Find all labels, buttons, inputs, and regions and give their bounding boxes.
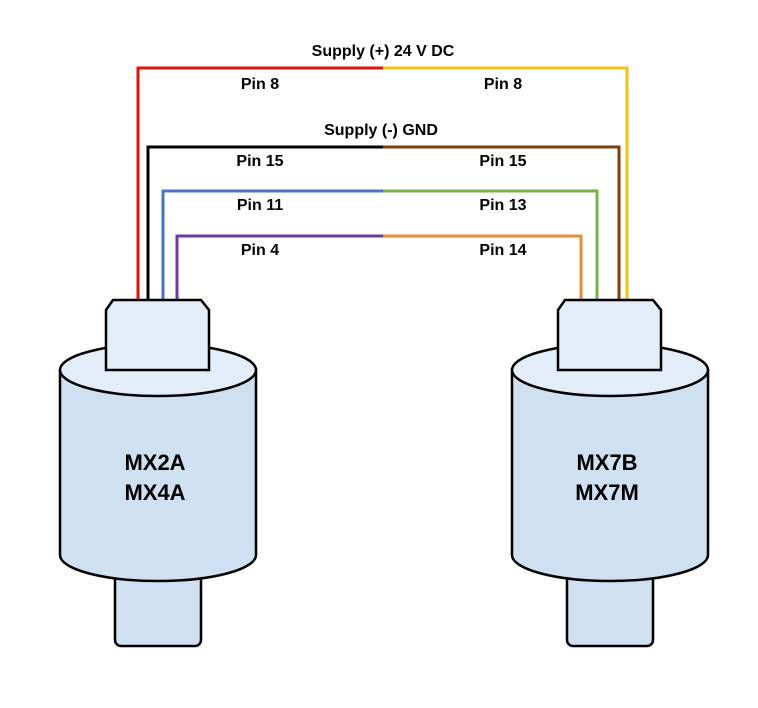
label-right-pin-14: Pin 14 [479, 242, 526, 259]
label-right-pin-8: Pin 8 [484, 76, 522, 93]
device-right-body [510, 368, 710, 583]
label-right-pin-13: Pin 13 [479, 197, 526, 214]
label-left-pin-8: Pin 8 [241, 76, 279, 93]
label-right-pin-15: Pin 15 [479, 153, 526, 170]
wire-signal-2-left [175, 234, 383, 300]
device-left-label-2: MX4A [124, 480, 185, 505]
wire-supply-plus-left [136, 66, 383, 300]
label-left-pin-11: Pin 11 [237, 197, 283, 214]
wire-supply-minus-right [383, 145, 621, 300]
device-right-label-2: MX7M [575, 480, 639, 505]
wires [136, 66, 629, 300]
wire-supply-minus-left [146, 145, 383, 300]
label-supply-plus: Supply (+) 24 V DC [312, 43, 455, 60]
wire-labels: Supply (+) 24 V DC Pin 8 Pin 8 Supply (-… [236, 43, 526, 259]
device-right: MX7B MX7M [510, 298, 710, 648]
wire-signal-1-left [161, 189, 383, 300]
label-supply-minus: Supply (-) GND [324, 122, 438, 139]
label-left-pin-15: Pin 15 [236, 153, 283, 170]
device-left-body [58, 368, 258, 583]
device-left-connector [104, 298, 211, 372]
wire-supply-plus-right [383, 66, 629, 300]
wire-signal-1-right [383, 189, 599, 300]
device-left-label-1: MX2A [124, 450, 185, 475]
label-left-pin-4: Pin 4 [241, 242, 279, 259]
device-left: MX2A MX4A [58, 298, 258, 648]
device-right-label-1: MX7B [576, 450, 637, 475]
wire-signal-2-right [383, 234, 583, 300]
device-right-connector [556, 298, 663, 372]
